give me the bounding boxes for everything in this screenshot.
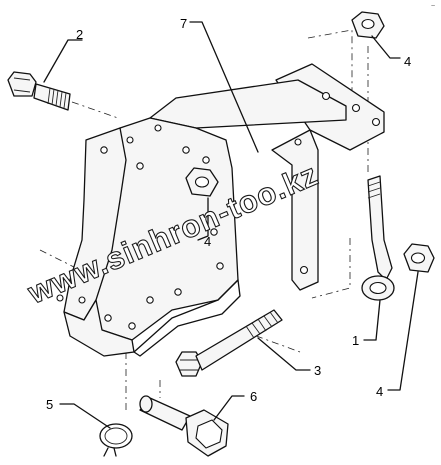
- leader-lines: [43, 21, 419, 429]
- bolt-part-3: [175, 309, 283, 377]
- callout-labels: 2 7 4 4 1 4 3 5 6: [46, 16, 411, 412]
- callout-1: 1: [352, 333, 359, 348]
- callout-4-center: 4: [204, 234, 211, 249]
- callout-4-right: 4: [376, 384, 383, 399]
- nut-part-4-center: [185, 167, 219, 197]
- nut-part-4-top: [351, 11, 385, 39]
- callout-6: 6: [250, 389, 257, 404]
- callout-2: 2: [76, 27, 83, 42]
- nut-part-4-right: [403, 243, 435, 273]
- callout-5: 5: [46, 397, 53, 412]
- eye-bolt-part-1: [361, 175, 395, 301]
- pin-part-6: [139, 395, 229, 457]
- callout-7: 7: [180, 16, 187, 31]
- callout-3: 3: [314, 363, 321, 378]
- corner-mark: ~: [431, 3, 435, 10]
- callout-4-top: 4: [404, 54, 411, 69]
- bolt-part-2: [7, 71, 71, 111]
- snap-ring-part-5: [99, 423, 133, 457]
